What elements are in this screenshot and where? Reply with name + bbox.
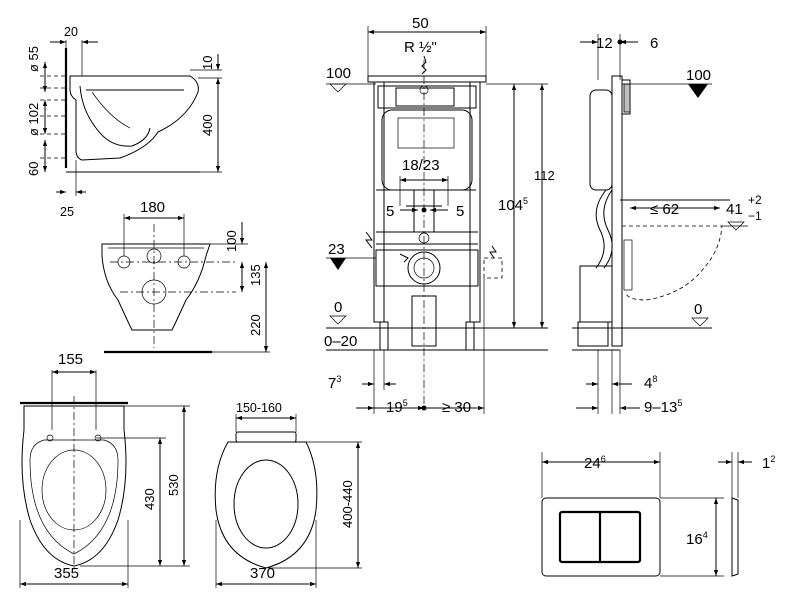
frame-d104-label: 1045: [498, 196, 528, 214]
frame-d0-20-label: 0–20: [324, 333, 357, 350]
wc-top-d530-label: 530: [166, 474, 181, 496]
wc-front-d180-label: 180: [140, 199, 165, 216]
side-d41-tol-plus: +2: [748, 193, 762, 207]
side-d4-label: 48: [644, 374, 657, 392]
seat-d150-160-label: 150-160: [236, 401, 282, 415]
frame-d112-label: 112: [534, 168, 555, 183]
frame-front-view: 50 R ½" 18/23 5 5: [324, 15, 555, 416]
frame-d100-label: 100: [326, 65, 351, 82]
wc-front-view: 180 100 135 220: [101, 199, 270, 354]
wc-side-d20-label: 20: [64, 25, 78, 39]
wc-front-d135-label: 135: [248, 264, 263, 286]
wc-side-d10-label: 10: [200, 56, 215, 70]
side-d100-label: 100: [686, 67, 711, 84]
side-d41-tol-minus: −1: [748, 209, 762, 223]
frame-d50-label: 50: [412, 15, 429, 32]
wc-side-view: ø 55 ø 102 60 20 10 400 25: [26, 25, 222, 219]
wc-side-d400-label: 400: [200, 114, 215, 136]
wc-front-d100-label: 100: [224, 230, 239, 252]
frame-d0-label: 0: [334, 299, 342, 316]
frame-d5-left-label: 5: [386, 203, 394, 220]
toilet-seat-view: 150-160 400-440 370: [214, 401, 362, 588]
wc-side-d60-label: 60: [26, 162, 41, 176]
flush-plate-view: 246 164 12: [541, 452, 775, 577]
frame-d19-label: 195: [386, 398, 408, 416]
wc-front-d220-label: 220: [248, 314, 263, 336]
frame-d18-23-label: 18/23: [402, 157, 440, 174]
frame-d7-label: 73: [328, 374, 341, 392]
frame-d5-right-label: 5: [456, 203, 464, 220]
side-d12-label: 12: [596, 35, 613, 52]
side-d9-13-label: 9–135: [644, 398, 682, 416]
frame-d23-label: 23: [328, 241, 345, 258]
plate-d24-label: 246: [584, 454, 606, 472]
wc-top-d355-label: 355: [54, 565, 79, 582]
plate-d16-label: 164: [686, 530, 708, 548]
side-d6-label: 6: [650, 35, 658, 52]
wc-top-d430-label: 430: [142, 488, 157, 510]
frame-rhalf-label: R ½": [404, 39, 437, 56]
wc-side-d55-label: ø 55: [26, 46, 41, 72]
frame-side-view: 12 6 100 ≤ 62 41 +2 −1 0 48 9–135: [572, 34, 762, 416]
frame-dge30-label: ≥ 30: [442, 399, 471, 416]
side-d41-label: 41: [726, 201, 743, 218]
wc-top-view: 155 430 530 355: [19, 351, 190, 588]
wc-side-d25-label: 25: [60, 205, 74, 219]
seat-d370-label: 370: [250, 565, 275, 582]
side-dle62-label: ≤ 62: [650, 201, 679, 218]
seat-d400-440-label: 400-440: [340, 480, 355, 528]
side-d0-label: 0: [694, 301, 702, 318]
wc-top-d155-label: 155: [58, 351, 83, 368]
wc-side-d102-label: ø 102: [26, 103, 41, 136]
plate-d1-label: 12: [762, 454, 775, 472]
